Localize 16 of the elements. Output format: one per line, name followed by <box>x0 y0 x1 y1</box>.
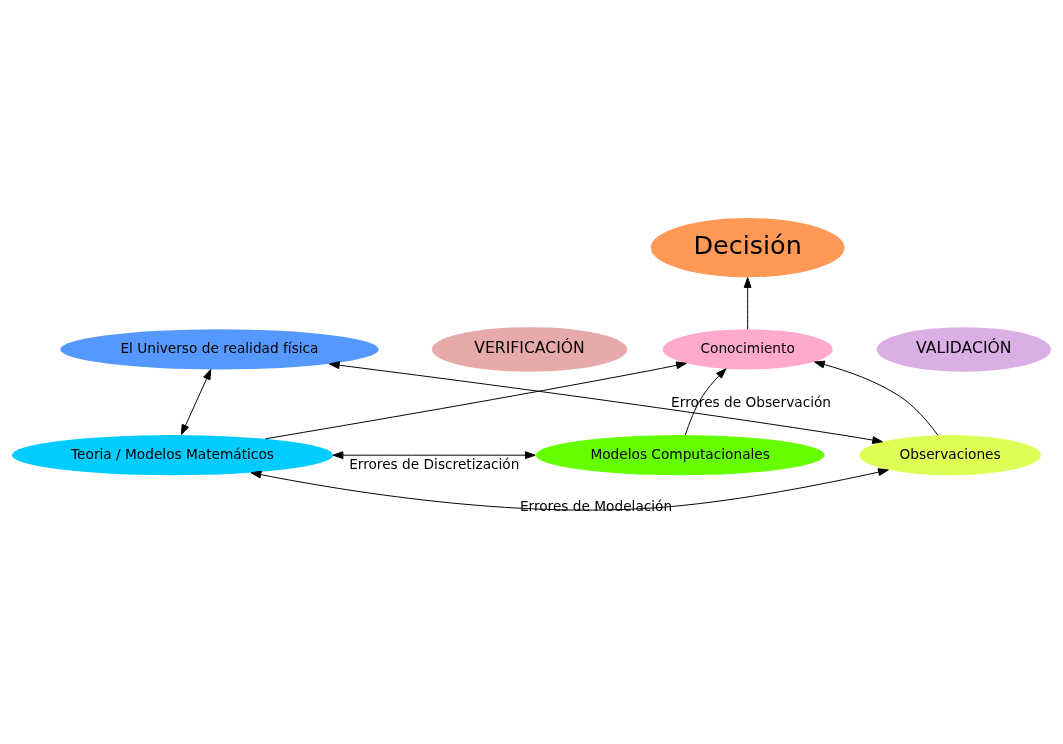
edge-label: Errores de Modelación <box>519 497 673 514</box>
node-ellipse: Modelos Computacionales <box>535 434 825 475</box>
node-ellipse: Decisión <box>650 217 845 277</box>
edge-label: Errores de Observación <box>671 393 832 410</box>
edge-label: Errores de Discretización <box>349 455 520 472</box>
arrow <box>180 368 212 435</box>
node-ellipse: VERIFICACIÓN <box>431 326 628 372</box>
arrow <box>743 276 752 330</box>
arrow <box>250 467 889 511</box>
arrow <box>328 360 883 444</box>
arrow <box>684 367 727 435</box>
arrow <box>264 360 687 439</box>
arrow <box>332 450 536 459</box>
node-ellipse: VALIDACIÓN <box>876 326 1052 372</box>
arrow <box>814 360 939 436</box>
node-ellipse: Teoria / Modelos Matemáticos <box>12 434 333 475</box>
